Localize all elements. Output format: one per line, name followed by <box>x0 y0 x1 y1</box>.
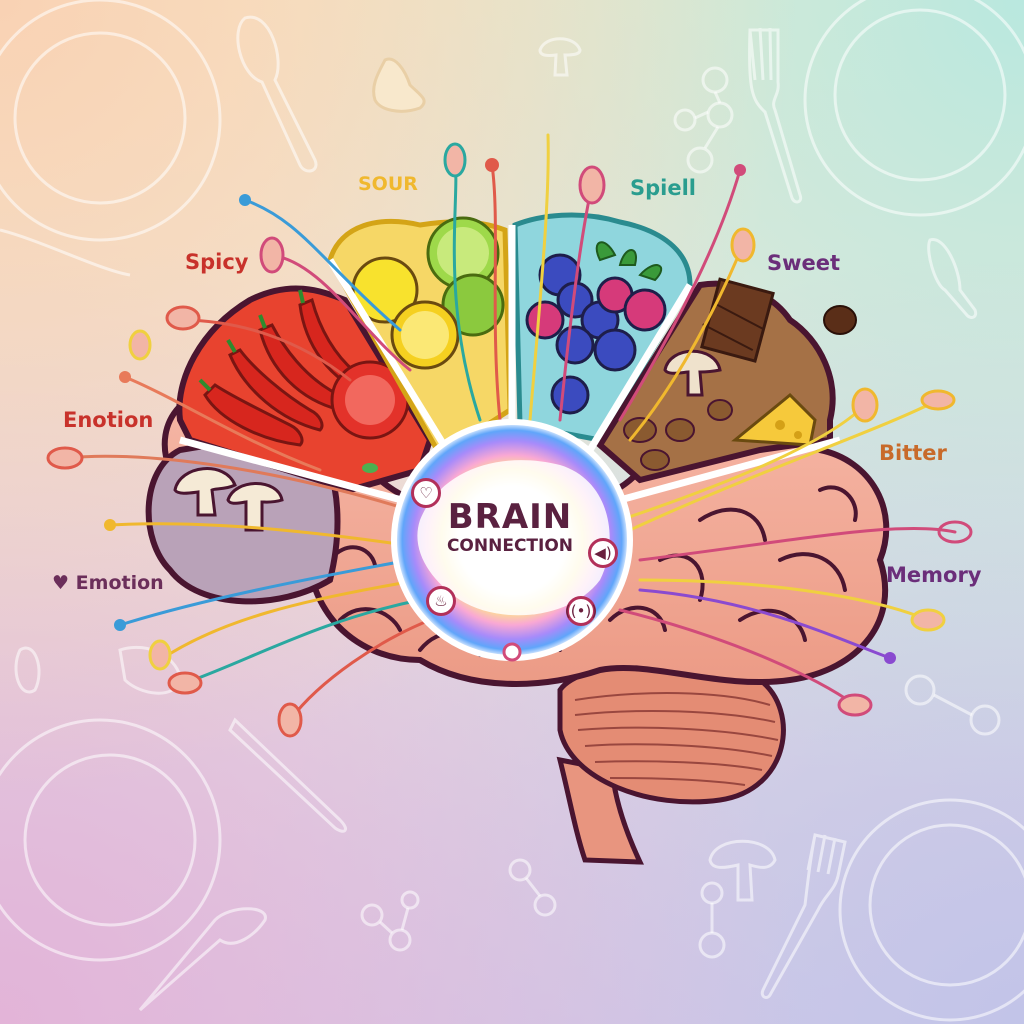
coffee-bean-icon <box>823 305 857 335</box>
title-line-1: BRAIN <box>447 497 573 537</box>
label-enotion: Enotion <box>63 408 154 432</box>
speaker-icon: ◀) <box>588 538 618 568</box>
label-spicy: Spicy <box>185 250 249 274</box>
label-memory: Memory <box>886 563 982 587</box>
label-emotion-text: Emotion <box>75 572 164 594</box>
sound-wave-icon: ((•)) <box>565 596 597 626</box>
spoon-icon <box>236 15 318 173</box>
tongue-icon: ♨ <box>426 586 456 616</box>
plate-icon <box>0 718 222 962</box>
plate-icon <box>0 0 222 242</box>
brain-connection-title: BRAIN CONNECTION <box>430 500 590 555</box>
heart-icon: ♥ <box>52 572 70 594</box>
label-emotion: ♥ Emotion <box>52 572 164 594</box>
label-bitter: Bitter <box>879 441 947 465</box>
label-spiell: Spiell <box>630 176 696 200</box>
fork-icon <box>760 833 847 999</box>
plate-icon <box>838 798 1024 1022</box>
heart-icon: ♡ <box>411 478 441 508</box>
fork-icon <box>748 27 803 204</box>
label-sweet: Sweet <box>767 251 841 275</box>
knife-icon <box>138 907 267 1012</box>
label-sour: SOUR <box>358 173 418 195</box>
plate-icon <box>803 0 1024 217</box>
lemon-icon <box>351 256 419 324</box>
title-line-2: CONNECTION <box>446 536 574 556</box>
brainstem <box>556 756 645 865</box>
